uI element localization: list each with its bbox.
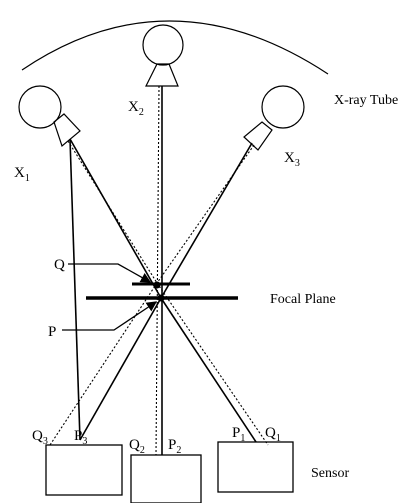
- caption-sensor: Sensor: [311, 466, 349, 481]
- label-p: P: [48, 324, 56, 340]
- sensor-center: [130, 454, 202, 503]
- tube-1-circle: [18, 85, 62, 129]
- ray-x1-p3: [69, 138, 81, 441]
- xray-tube-3: [243, 85, 305, 151]
- ray-q-to-q3-dotted: [49, 282, 158, 446]
- ray-x1-to-p3: [69, 138, 162, 299]
- label-x2: X2: [128, 99, 144, 118]
- label-p2: P2: [168, 437, 181, 456]
- ray-x3-q-dotted: [156, 144, 255, 284]
- ray-q-to-q1-dotted: [156, 282, 269, 446]
- label-x3: X3: [284, 150, 300, 169]
- ray-p-to-p3: [79, 297, 162, 441]
- tube-1-nozzle: [53, 113, 81, 148]
- sensor-left: [45, 444, 123, 496]
- tube-3-nozzle: [243, 121, 273, 151]
- xray-tube-1: [18, 85, 81, 148]
- tube-3-circle: [261, 85, 305, 129]
- ray-p-to-p1: [160, 297, 257, 443]
- xray-tube-2: [142, 24, 184, 87]
- caption-focal-plane: Focal Plane: [270, 292, 336, 307]
- tube-2-nozzle: [145, 63, 179, 87]
- label-x1: X1: [14, 165, 30, 184]
- arrow-to-p: [62, 301, 158, 331]
- tube-trajectory-arc: [21, 20, 329, 75]
- arrow-to-q: [68, 263, 152, 283]
- tube-2-circle: [142, 24, 184, 66]
- caption-xray-tube: X-ray Tube: [334, 93, 398, 108]
- label-q3: Q3: [32, 428, 48, 447]
- label-q: Q: [54, 257, 65, 273]
- point-p: [157, 294, 165, 302]
- ray-x2-q-dotted: [155, 85, 160, 456]
- label-q1: Q1: [265, 425, 281, 444]
- sensor-right: [217, 441, 294, 493]
- label-q2: Q2: [129, 437, 145, 456]
- point-q: [153, 281, 161, 289]
- label-p3: P3: [74, 428, 87, 447]
- ray-x3-to-p: [160, 142, 253, 299]
- label-p1: P1: [232, 425, 245, 444]
